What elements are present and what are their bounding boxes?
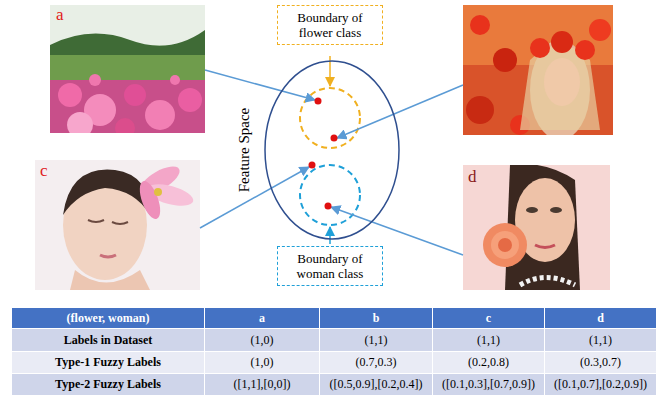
table-header-cell: (flower, woman)	[12, 308, 205, 329]
cell-text: (0.3,0.7)	[580, 355, 621, 370]
table-cell: Type-1 Fuzzy Labels	[12, 352, 205, 374]
header-text: d	[597, 311, 604, 326]
photo-woman-lily	[35, 160, 200, 290]
table-header-cell: c	[433, 308, 545, 329]
table-cell: (1,1)	[545, 329, 657, 352]
box-label: Boundary of woman class	[284, 251, 376, 281]
table-cell: (0.7,0.3)	[320, 352, 433, 374]
table-cell: ([1,1],[0,0])	[205, 374, 320, 396]
cell-text: ([0.1,0.7],[0.2,0.9])	[554, 377, 647, 392]
axis-label: Feature Space	[236, 108, 253, 193]
photo-woman-rose	[463, 165, 610, 290]
photo-letter: d	[468, 168, 477, 186]
photo-letter: c	[40, 162, 48, 180]
woman-boundary-circle	[300, 165, 360, 225]
feature-space-ellipse: Feature Space	[264, 60, 400, 240]
photo-woman-poppies	[463, 5, 613, 135]
cell-text: (1,1)	[589, 333, 612, 348]
header-text: (flower, woman)	[67, 311, 150, 326]
feature-point	[309, 162, 316, 169]
table-cell: (0.2,0.8)	[433, 352, 545, 374]
leader-arrow	[200, 167, 309, 228]
table-cell: ([0.1,0.3],[0.7,0.9])	[433, 374, 545, 396]
cell-text: ([1,1],[0,0])	[234, 377, 291, 392]
feature-point	[325, 203, 332, 210]
table-cell: (1,0)	[205, 329, 320, 352]
header-text: a	[259, 311, 265, 326]
cell-text: (0.7,0.3)	[356, 355, 397, 370]
cell-text: (1,1)	[365, 333, 388, 348]
table-header-cell: b	[320, 308, 433, 329]
photo-flower-field	[50, 5, 205, 133]
table-cell: Type-2 Fuzzy Labels	[12, 374, 205, 396]
table-header-cell: a	[205, 308, 320, 329]
table-cell: ([0.1,0.7],[0.2,0.9])	[545, 374, 657, 396]
photo-letter: a	[56, 6, 64, 24]
table-cell: Labels in Dataset	[12, 329, 205, 352]
class-boundary-box: Boundary of flower class	[277, 5, 383, 45]
leader-arrow	[205, 70, 315, 100]
header-text: b	[373, 311, 380, 326]
cell-text: ([0.1,0.3],[0.7,0.9])	[442, 377, 535, 392]
table-cell: (1,1)	[433, 329, 545, 352]
table-header-cell: d	[545, 308, 657, 329]
feature-point	[315, 98, 322, 105]
table-cell: ([0.5,0.9],[0.2,0.4])	[320, 374, 433, 396]
cell-text: Labels in Dataset	[64, 333, 153, 348]
table-cell: (1,1)	[320, 329, 433, 352]
leader-arrow	[329, 227, 331, 244]
cell-text: (0.2,0.8)	[468, 355, 509, 370]
ellipse-outline	[264, 60, 400, 240]
feature-point	[331, 135, 338, 142]
class-boundary-box: Boundary of woman class	[277, 246, 383, 286]
cell-text: (1,1)	[477, 333, 500, 348]
table-cell: (0.3,0.7)	[545, 352, 657, 374]
leader-arrow	[337, 85, 463, 138]
flower-boundary-circle	[300, 88, 360, 148]
cell-text: Type-1 Fuzzy Labels	[55, 355, 161, 370]
box-label: Boundary of flower class	[284, 10, 376, 40]
header-text: c	[486, 311, 491, 326]
cell-text: ([0.5,0.9],[0.2,0.4])	[330, 377, 423, 392]
table-cell: (1,0)	[205, 352, 320, 374]
cell-text: (1,0)	[251, 333, 274, 348]
cell-text: Type-2 Fuzzy Labels	[55, 377, 161, 392]
cell-text: (1,0)	[251, 355, 274, 370]
